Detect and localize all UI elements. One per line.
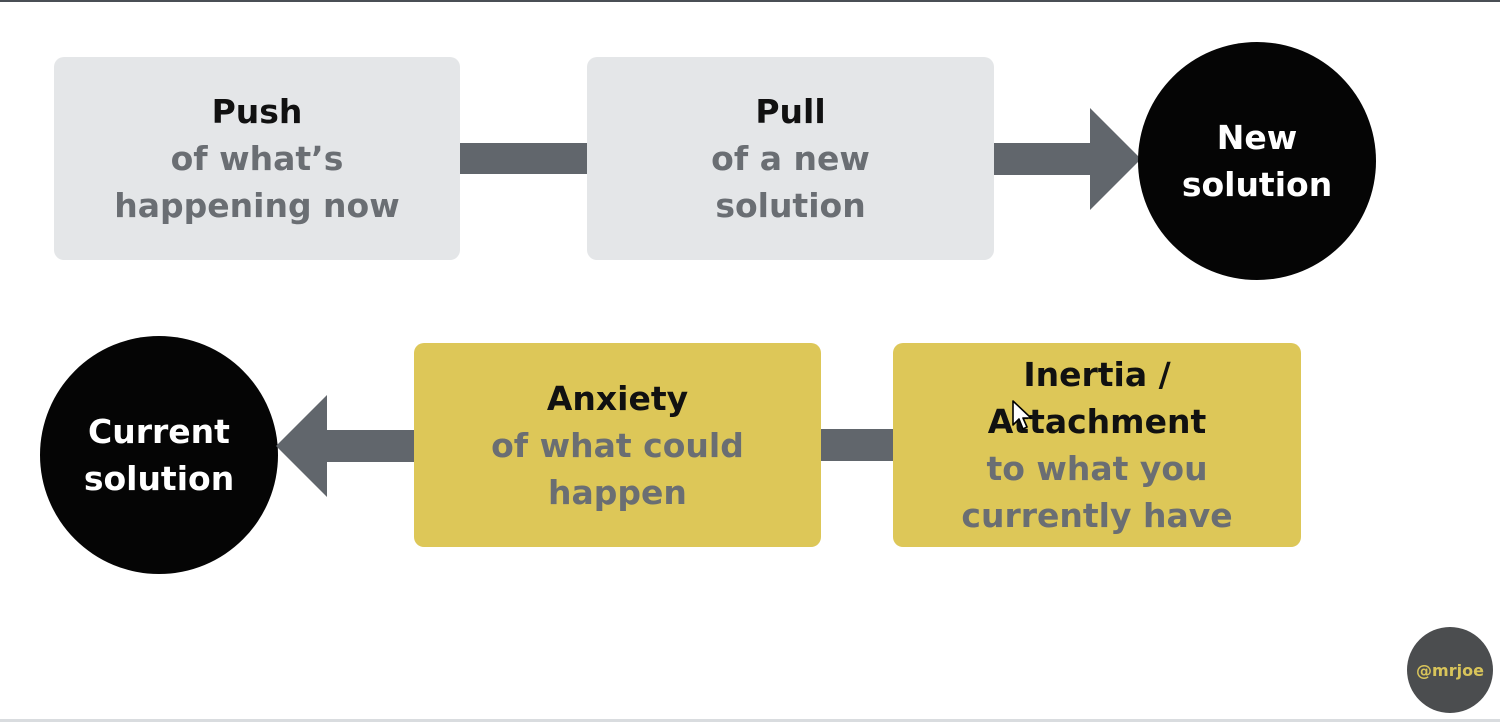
author-handle-badge: @mrjoe xyxy=(1407,627,1493,713)
push-title: Push xyxy=(211,92,303,131)
bottom-border xyxy=(0,719,1500,722)
push-to-pull-connector xyxy=(460,143,587,174)
push-force-box: Push of what’s happening now xyxy=(54,57,460,260)
anxiety-subtitle-line1: of what could xyxy=(491,425,744,465)
anxiety-force-box: Anxiety of what could happen xyxy=(414,343,821,547)
pull-subtitle-line2: solution xyxy=(715,186,866,225)
pull-title: Pull xyxy=(755,92,826,131)
current-solution-line1: Current xyxy=(88,412,230,451)
new-solution-line1: New xyxy=(1216,118,1298,157)
push-subtitle-line2: happening now xyxy=(114,186,400,225)
new-solution-line2: solution xyxy=(1181,165,1333,204)
author-handle: @mrjoe xyxy=(1416,660,1484,680)
top-border xyxy=(0,0,1500,2)
inertia-title-line1: Inertia / xyxy=(1023,355,1171,394)
pull-force-box: Pull of a new solution xyxy=(587,57,994,260)
current-solution-circle: Current solution xyxy=(40,336,278,574)
inertia-subtitle-line2: currently have xyxy=(961,496,1233,535)
current-solution-line2: solution xyxy=(83,459,235,498)
inertia-to-anxiety-connector xyxy=(821,429,893,461)
inertia-force-box: Inertia / Attachment to what you current… xyxy=(893,343,1301,547)
mouse-pointer-icon xyxy=(1012,400,1032,430)
pull-subtitle-line1: of a new xyxy=(711,139,870,178)
push-subtitle-line1: of what’s xyxy=(170,139,344,178)
anxiety-title: Anxiety xyxy=(546,378,689,418)
inertia-subtitle-line1: to what you xyxy=(986,449,1208,488)
arrow-left-icon xyxy=(276,395,416,497)
new-solution-circle: New solution xyxy=(1138,42,1376,280)
arrow-right-icon xyxy=(994,108,1141,210)
anxiety-subtitle-line2: happen xyxy=(548,472,687,512)
